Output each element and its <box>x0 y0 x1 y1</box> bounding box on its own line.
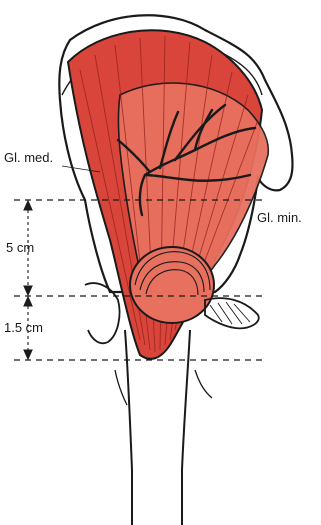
femoral-shaft-left <box>125 330 132 525</box>
trochanter-hatching <box>210 302 250 324</box>
label-gluteus-medius: Gl. med. <box>4 150 53 165</box>
label-upper-distance: 5 cm <box>6 240 34 255</box>
femoral-shaft-right <box>182 330 190 525</box>
dimension-arrows <box>24 201 32 359</box>
femoral-head <box>130 247 214 323</box>
label-lower-distance: 1.5 cm <box>4 320 43 335</box>
label-gluteus-minimus: Gl. min. <box>257 210 302 225</box>
